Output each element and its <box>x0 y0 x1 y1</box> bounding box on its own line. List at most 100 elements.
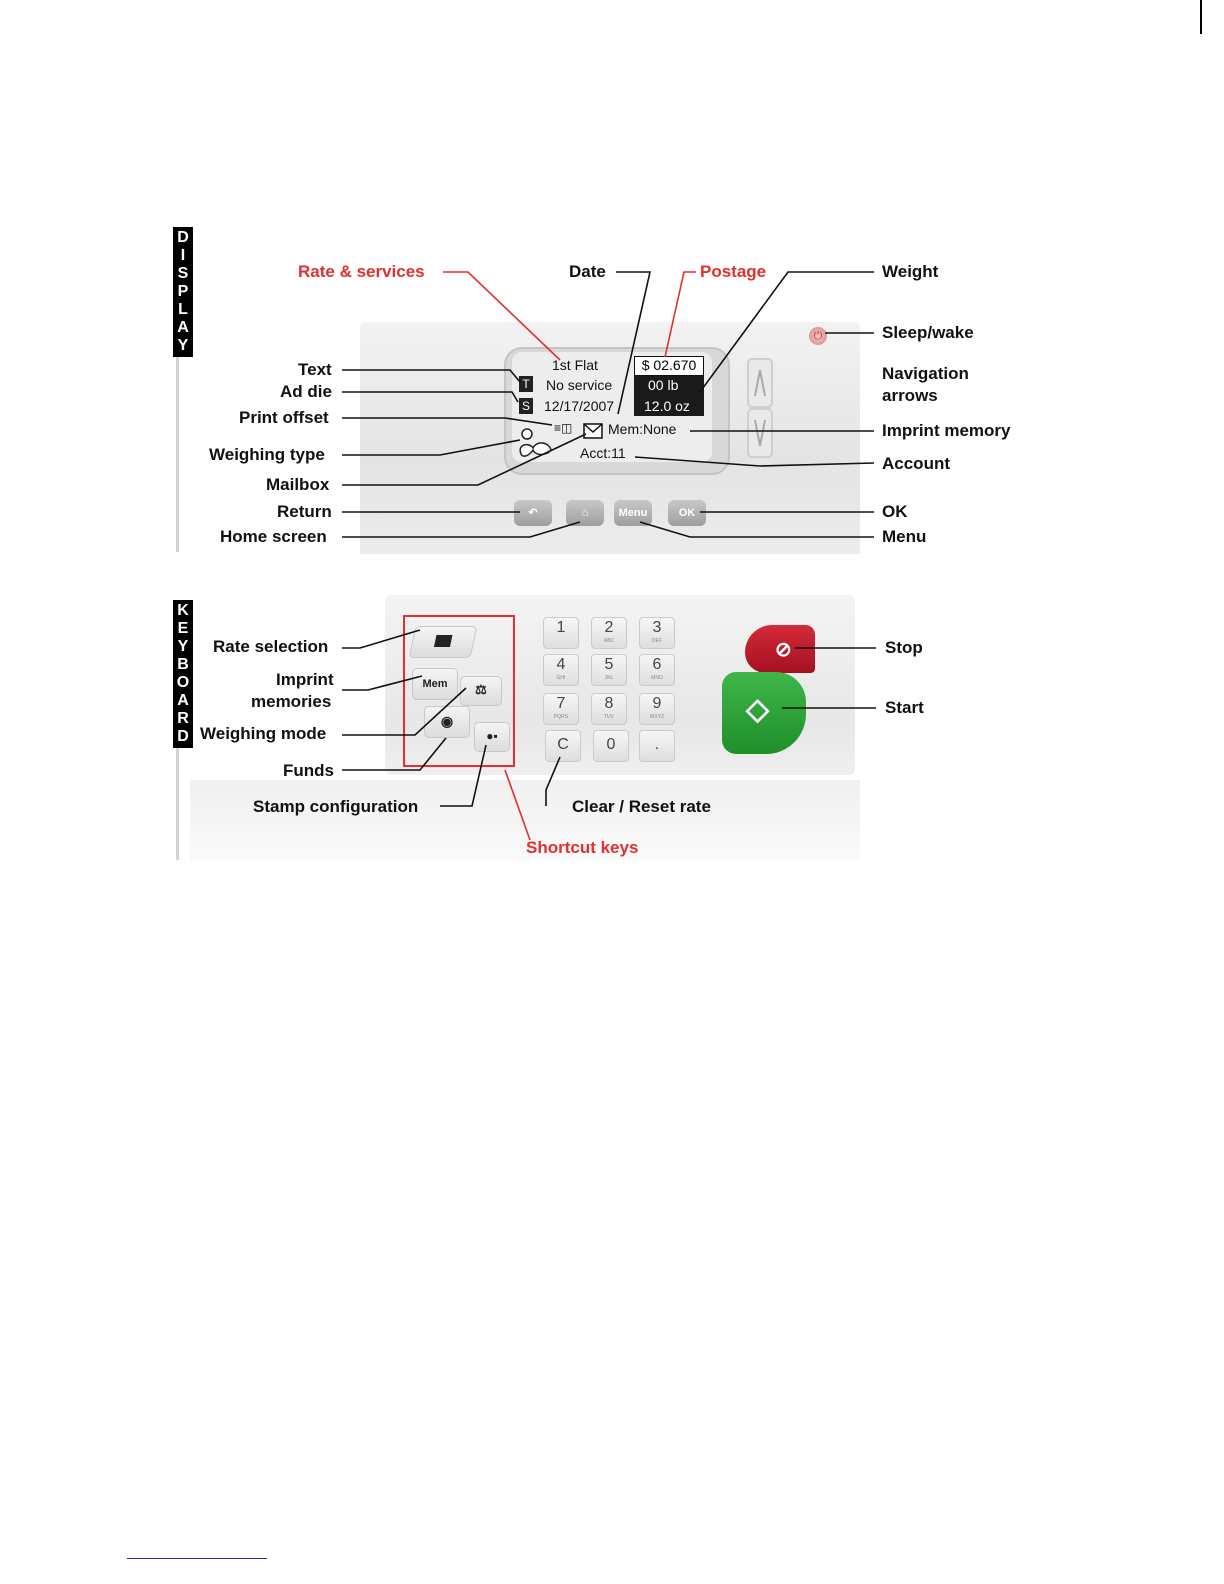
lcd-ad-die-marker: S <box>519 398 533 414</box>
key-digit: 5 <box>604 656 614 673</box>
label-account: Account <box>882 454 950 473</box>
funds-key[interactable]: ◉ <box>424 706 470 738</box>
keyboard-base <box>190 780 860 860</box>
key-digit: C <box>557 736 569 753</box>
ok-button[interactable]: OK <box>668 500 706 526</box>
start-icon: ◇ <box>746 693 770 726</box>
label-rate-services: Rate & services <box>298 262 425 281</box>
key-digit: 6 <box>652 656 662 673</box>
weighing-mode-key[interactable]: ⚖ <box>460 676 502 706</box>
keypad-key[interactable]: 1 <box>543 617 579 649</box>
label-return: Return <box>277 502 332 521</box>
nav-down-arrow[interactable] <box>747 408 773 458</box>
key-digit: 3 <box>652 619 662 636</box>
label-home-screen: Home screen <box>220 527 327 546</box>
label-ad-die: Ad die <box>280 382 332 401</box>
tab-letter: Y <box>177 638 189 655</box>
key-digit: 9 <box>652 695 662 712</box>
decimal-key[interactable]: . <box>639 730 675 762</box>
label-print-offset: Print offset <box>239 408 329 427</box>
key-digit: . <box>654 736 660 753</box>
return-button[interactable]: ↶ <box>514 500 552 526</box>
label-ok: OK <box>882 502 908 521</box>
key-letters: PQRS <box>553 714 569 720</box>
coins-icon: ◉ <box>440 713 454 729</box>
label-menu: Menu <box>882 527 927 546</box>
lcd-weight-oz: 12.0 oz <box>644 398 690 414</box>
home-icon: ⌂ <box>581 507 589 519</box>
key-digit: 8 <box>604 695 614 712</box>
tab-letter: R <box>177 710 189 727</box>
rate-selection-key[interactable] <box>408 626 478 658</box>
lcd-postage: $ 02.670 <box>634 356 704 376</box>
key-letters: MNO <box>651 675 663 681</box>
page-top-rule <box>1200 0 1202 34</box>
tab-letter: P <box>177 283 189 300</box>
stamp-configuration-key[interactable]: ●▪ <box>474 722 510 752</box>
label-stop: Stop <box>885 638 923 657</box>
home-screen-button[interactable]: ⌂ <box>566 500 604 526</box>
tab-letter: E <box>177 620 189 637</box>
tab-letter: S <box>177 265 189 282</box>
key-letters: JKL <box>604 675 614 681</box>
weighing-type-icon <box>515 426 555 463</box>
tab-letter: A <box>177 692 189 709</box>
label-sleep-wake: Sleep/wake <box>882 323 974 342</box>
tab-letter: L <box>178 301 188 318</box>
key-digit: 7 <box>556 695 566 712</box>
label-imprint-memories-2: memories <box>251 692 332 711</box>
tab-letter: D <box>177 728 189 745</box>
label-start: Start <box>885 698 924 717</box>
tab-letter: Y <box>177 337 189 354</box>
clear-reset-key[interactable]: C <box>545 730 581 762</box>
rate-selection-icon <box>433 635 453 647</box>
key-digit: 2 <box>604 619 614 636</box>
key-letters: DEF <box>652 638 662 644</box>
tab-letter: A <box>177 319 189 336</box>
menu-button[interactable]: Menu <box>614 500 652 526</box>
label-funds: Funds <box>283 761 334 780</box>
imprint-memories-key[interactable]: Mem <box>412 668 458 700</box>
lcd-text-marker: T <box>519 376 533 392</box>
display-section-line <box>176 357 179 552</box>
tab-letter: I <box>180 247 186 264</box>
label-shortcut-keys: Shortcut keys <box>526 838 639 857</box>
label-text: Text <box>298 360 332 379</box>
lcd-date: 12/17/2007 <box>544 398 615 414</box>
label-rate-selection: Rate selection <box>213 637 329 656</box>
label-imprint-memories-1: Imprint <box>276 670 334 689</box>
label-clear-reset-rate: Clear / Reset rate <box>572 797 711 816</box>
page-bottom-rule <box>127 1558 267 1559</box>
lcd-ad-die-status: No service <box>546 377 613 393</box>
label-mailbox: Mailbox <box>266 475 330 494</box>
nav-up-arrow[interactable] <box>747 358 773 408</box>
print-offset-icon: ≡◫ <box>554 421 573 435</box>
sleep-wake-button[interactable]: ⏻ <box>809 327 827 345</box>
display-section-tab: D I S P L A Y <box>173 227 193 357</box>
label-weighing-mode: Weighing mode <box>200 724 327 743</box>
key-digit: 1 <box>556 619 566 636</box>
lcd-rate-services: 1st Flat <box>552 357 598 373</box>
label-stamp-configuration: Stamp configuration <box>253 797 419 816</box>
tab-letter: B <box>177 656 189 673</box>
start-button[interactable]: ◇ <box>722 672 806 754</box>
label-imprint-memory: Imprint memory <box>882 421 1011 440</box>
key-digit: 0 <box>606 736 616 753</box>
stop-button[interactable]: ⊘ <box>745 625 815 673</box>
lcd-account: Acct:11 <box>580 445 626 461</box>
keypad-key[interactable]: 0 <box>593 730 629 762</box>
keyboard-section-tab: K E Y B O A R D <box>173 600 193 748</box>
tab-letter: O <box>176 674 190 691</box>
tab-letter: D <box>177 229 189 246</box>
label-navigation-arrows-1: Navigation <box>882 364 969 383</box>
key-digit: 4 <box>556 656 566 673</box>
power-icon: ⏻ <box>813 330 823 342</box>
